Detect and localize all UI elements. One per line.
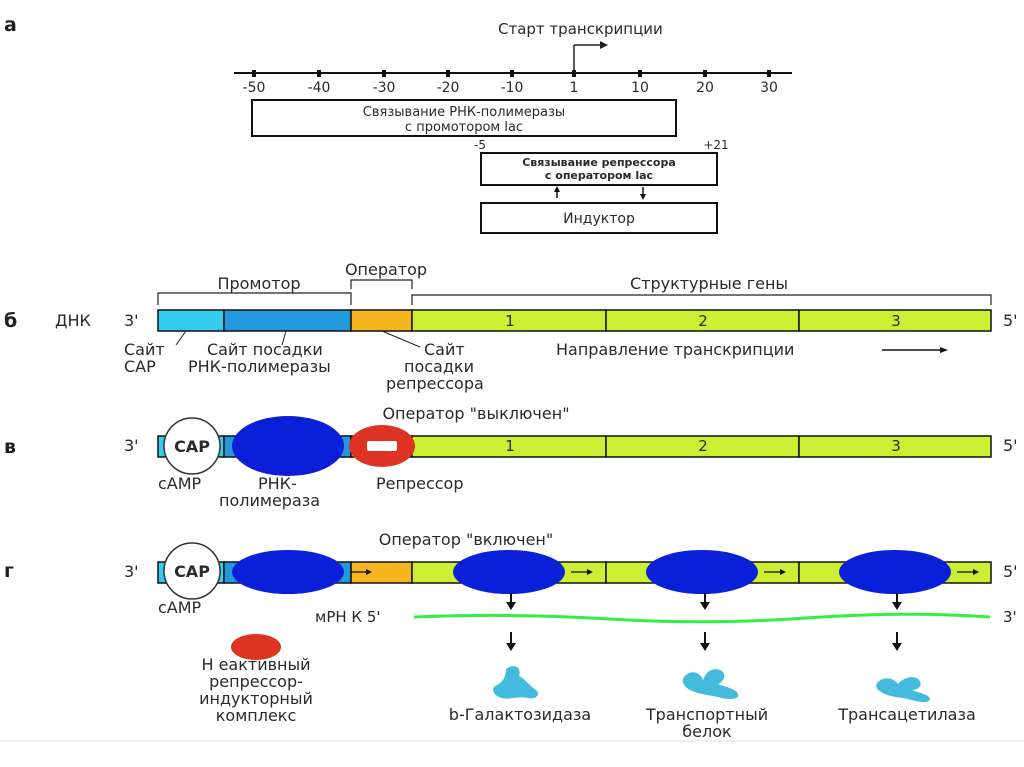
protein1-label: b-Галактозидаза	[449, 705, 591, 724]
cap-protein-v	[163, 417, 221, 475]
inductor-label: Индуктор	[563, 211, 635, 227]
structural-genes-label: Структурные гены	[630, 274, 788, 293]
cap-label-g: CAP	[174, 562, 210, 581]
cap-protein-g	[163, 542, 221, 600]
gene-3-label: 3	[891, 312, 901, 330]
tick-label: 20	[696, 80, 714, 96]
transcription-direction-arrow	[882, 347, 948, 353]
dna-label: ДНК	[55, 311, 92, 330]
panel-label-g: г	[4, 560, 14, 582]
tick-label: -40	[308, 80, 331, 96]
inactive-repressor-complex	[231, 634, 281, 660]
rna-polymerase-v	[232, 416, 344, 476]
camp-label-v: cAMP	[158, 474, 202, 493]
rnap-site-line2: РНК-полимеразы	[188, 357, 331, 376]
rnap-label-line2: полимераза	[219, 491, 320, 510]
gene-2-label: 2	[698, 312, 708, 330]
rnap-site-segment	[223, 309, 352, 332]
gene-3-segment	[798, 309, 992, 332]
gene-1-label: 1	[505, 312, 515, 330]
protein3-label: Трансацетилаза	[837, 705, 976, 724]
rnap-binding-line2: с промотором lac	[405, 120, 523, 135]
operator-segment	[350, 309, 413, 332]
repressor-binding-line1: Связывание репрессора	[522, 156, 676, 169]
site-pointers	[175, 330, 421, 348]
transport-protein	[682, 669, 739, 699]
operator-label: Оператор	[345, 260, 427, 279]
dna-strand-b	[157, 309, 992, 332]
rna-polymerase-g4	[839, 550, 951, 594]
rnap-binding-line1: Связывание РНК-полимеразы	[363, 105, 565, 120]
repressor-v	[349, 425, 415, 467]
gene-1-label-v: 1	[505, 437, 515, 455]
rna-polymerase-g2	[453, 550, 565, 594]
inactive-line2: репрессор-	[209, 672, 303, 691]
b-galactosidase-protein	[493, 666, 539, 699]
operator-off-title: Оператор "выключен"	[382, 404, 569, 423]
dna-3-end-v: 3'	[124, 436, 139, 455]
position-minus5: -5	[474, 138, 486, 152]
tick-label: -30	[373, 80, 396, 96]
panel-label-b: б	[4, 310, 17, 332]
down-arrows-upper	[506, 593, 902, 610]
down-arrows-lower	[506, 632, 902, 651]
region-brackets	[157, 279, 992, 305]
rep-site-line2: посадки	[404, 357, 474, 376]
tick-label: -10	[501, 80, 524, 96]
protein2-line1: Транспортный	[645, 705, 768, 724]
mrna-strand	[413, 612, 991, 624]
transacetylase-protein	[876, 677, 930, 703]
position-plus21: +21	[703, 138, 728, 152]
cap-site-line1: Сайт	[124, 340, 165, 359]
inactive-line1: Н еактивный	[201, 655, 310, 674]
repressor-label: Репрессор	[376, 474, 464, 493]
tick-label: -20	[437, 80, 460, 96]
cap-site-line2: CAP	[124, 357, 156, 376]
operator-on-title: Оператор "включен"	[379, 530, 553, 549]
gene-2-label-v: 2	[698, 437, 708, 455]
panel-label-v: в	[4, 436, 16, 458]
dna-3-end-g: 3'	[124, 562, 139, 581]
transcription-start-arrow	[573, 41, 608, 72]
tick-label: -50	[243, 80, 266, 96]
rnap-binding-box	[251, 99, 677, 137]
tick-label: 30	[760, 80, 778, 96]
inactive-line3: индукторный	[199, 689, 313, 708]
dna-3-end: 3'	[124, 311, 139, 330]
rna-polymerase-g3	[646, 550, 758, 594]
rnap-site-line1: Сайт посадки	[207, 340, 323, 359]
mrna-label: мРН К 5'	[315, 608, 381, 626]
repressor-binding-box	[480, 152, 718, 186]
inductor-box	[480, 202, 718, 234]
panel-label-a: а	[4, 14, 17, 36]
cap-label-v: CAP	[174, 437, 210, 456]
rep-site-line1: Сайт	[424, 340, 465, 359]
transcription-direction-label: Направление транскрипции	[556, 340, 794, 359]
transcription-arrows-g	[350, 569, 979, 575]
repressor-binding-line2: с оператором lac	[545, 169, 653, 182]
dna-5-end-g: 5'	[1003, 562, 1018, 581]
binding-arrows	[554, 186, 646, 200]
camp-label-g: cAMP	[158, 598, 202, 617]
protein2-line2: белок	[682, 722, 732, 741]
rnap-label-line1: РНК-	[258, 474, 297, 493]
gene-3-label-v: 3	[891, 437, 901, 455]
tick-label: 10	[631, 80, 649, 96]
cap-site-segment	[157, 309, 225, 332]
rna-polymerase-g1	[232, 550, 344, 594]
transcription-start-label: Старт транскрипции	[498, 20, 663, 38]
tick-label: 1	[570, 80, 579, 96]
inactive-line4: комплекс	[216, 706, 297, 725]
dna-5-end: 5'	[1003, 311, 1018, 330]
promoter-label: Промотор	[217, 274, 300, 293]
rep-site-line3: репрессора	[386, 374, 484, 393]
dna-5-end-v: 5'	[1003, 436, 1018, 455]
mrna-3-end: 3'	[1003, 608, 1017, 626]
position-scale	[234, 70, 792, 77]
